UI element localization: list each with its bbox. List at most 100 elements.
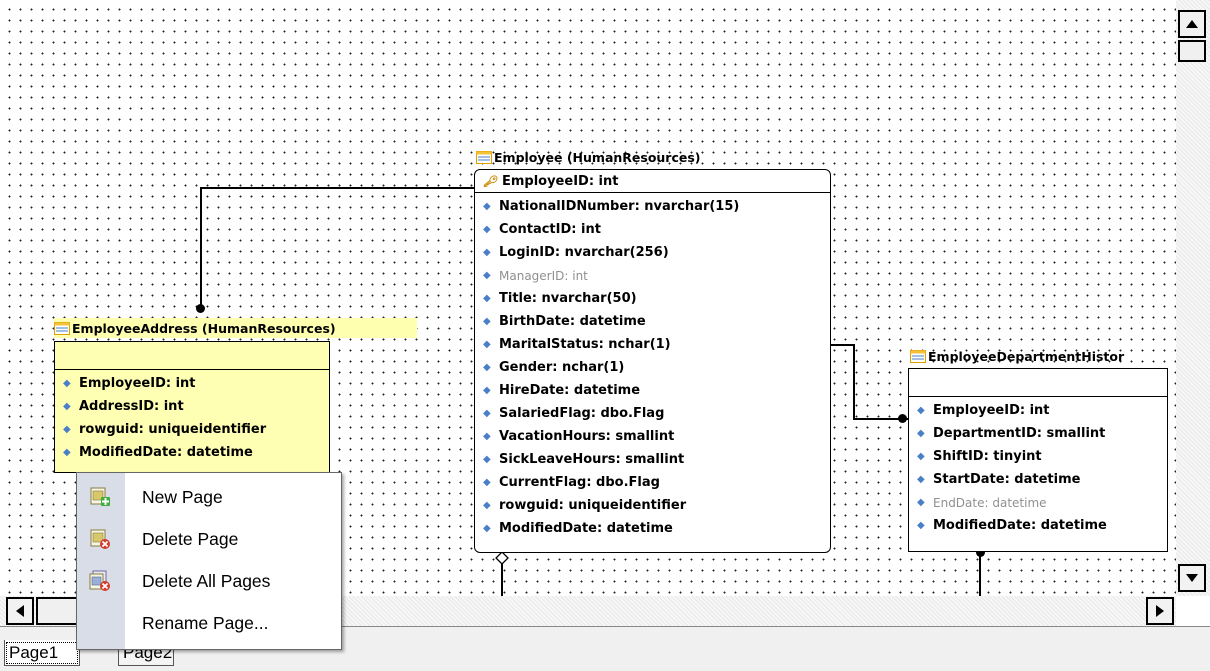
diagram-canvas[interactable]: EmployeeAddress (HumanResources) ◆Employ… <box>0 0 1176 596</box>
column-icon: ◆ <box>483 500 491 511</box>
page-context-menu: New Page Delete Page Delete All Pages Re… <box>76 472 342 650</box>
entity-field-row[interactable]: ◆ManagerID: int <box>475 264 830 287</box>
entity-field-row[interactable]: ◆StartDate: datetime <box>909 468 1167 491</box>
entity-field-row[interactable]: ◆ContactID: int <box>475 218 830 241</box>
arrow-left-icon <box>16 605 24 617</box>
scroll-right-button[interactable] <box>1146 597 1174 625</box>
entity-field-row[interactable]: ◆EndDate: datetime <box>909 491 1167 514</box>
column-icon: ◆ <box>483 477 491 488</box>
entity-key-section <box>909 369 1167 397</box>
field-label: EndDate: datetime <box>933 495 1047 510</box>
table-icon <box>476 150 492 164</box>
column-icon: ◆ <box>917 405 925 416</box>
entity-field-row[interactable]: ◆ Gender: nchar(1) <box>475 356 830 379</box>
entity-title[interactable]: EmployeeAddress (HumanResources) <box>54 318 417 338</box>
scroll-down-button[interactable] <box>1178 564 1206 592</box>
column-icon: ◆ <box>63 424 71 435</box>
entity-field-row[interactable]: ◆HireDate: datetime <box>475 379 830 402</box>
field-label: ModifiedDate: datetime <box>79 445 253 460</box>
relationship-line[interactable] <box>830 344 855 346</box>
relationship-line[interactable] <box>501 562 503 596</box>
entity-field-row[interactable]: ◆VacationHours: smallint <box>475 425 830 448</box>
menu-item-rename-page[interactable]: Rename Page... <box>77 602 341 644</box>
column-icon: ◆ <box>483 316 491 327</box>
entity-field-row[interactable]: ◆ModifiedDate: datetime <box>909 514 1167 537</box>
entity-field-row[interactable]: ◆EmployeeID: int <box>909 399 1167 422</box>
column-icon: ◆ <box>483 454 491 465</box>
column-icon: ◆ <box>63 378 71 389</box>
field-label: SalariedFlag: dbo.Flag <box>499 406 665 421</box>
field-label: VacationHours: smallint <box>499 429 675 444</box>
vertical-scrollbar[interactable] <box>1176 0 1210 596</box>
menu-item-label: Rename Page... <box>142 612 269 633</box>
column-icon: ◆ <box>917 474 925 485</box>
column-icon: ◆ <box>483 339 491 350</box>
field-label: LoginID: nvarchar(256) <box>499 245 669 260</box>
field-label: ShiftID: tinyint <box>933 449 1042 464</box>
field-label: CurrentFlag: dbo.Flag <box>499 475 660 490</box>
relationship-end-dot <box>196 304 205 313</box>
entity-employee[interactable]: 🔑︎ EmployeeID: int ◆NationalIDNumber: nv… <box>474 169 831 553</box>
entity-field-row[interactable]: ◆SickLeaveHours: smallint <box>475 448 830 471</box>
entity-title[interactable]: Employee (HumanResources) <box>476 147 806 167</box>
entity-field-row[interactable]: ◆rowguid: uniqueidentifier <box>55 418 329 441</box>
relationship-line[interactable] <box>200 187 476 189</box>
column-icon: ◆ <box>483 362 491 373</box>
entity-title-label: Employee (HumanResources) <box>494 149 701 165</box>
delete-page-icon <box>90 529 110 549</box>
entity-field-row[interactable]: ◆ ShiftID: tinyint <box>909 445 1167 468</box>
scroll-up-button[interactable] <box>1178 10 1206 38</box>
column-icon: ◆ <box>63 447 71 458</box>
entity-title[interactable]: EmployeeDepartmentHistor <box>910 346 1176 366</box>
column-icon: ◆ <box>917 451 925 462</box>
entity-field-row[interactable]: ◆NationalIDNumber: nvarchar(15) <box>475 195 830 218</box>
menu-item-new-page[interactable]: New Page <box>77 476 341 518</box>
field-label: NationalIDNumber: nvarchar(15) <box>499 199 740 214</box>
entity-field-row[interactable]: ◆ rowguid: uniqueidentifier <box>475 494 830 517</box>
menu-item-label: Delete Page <box>142 528 239 549</box>
menu-item-delete-all-pages[interactable]: Delete All Pages <box>77 560 341 602</box>
table-icon <box>54 321 70 335</box>
entity-employee-department-history[interactable]: ◆EmployeeID: int◆DepartmentID: smallint◆… <box>908 368 1168 552</box>
entity-field-row[interactable]: ◆SalariedFlag: dbo.Flag <box>475 402 830 425</box>
entity-field-row[interactable]: ◆ModifiedDate: datetime <box>475 517 830 540</box>
scrollbar-corner <box>1176 596 1210 626</box>
entity-title-label: EmployeeAddress (HumanResources) <box>72 320 336 336</box>
column-icon: ◆ <box>483 293 491 304</box>
field-label: ContactID: int <box>499 222 601 237</box>
primary-key-row[interactable]: 🔑︎ EmployeeID: int <box>475 170 830 193</box>
field-label: HireDate: datetime <box>499 383 641 398</box>
vertical-scroll-thumb[interactable] <box>1178 40 1206 62</box>
column-icon: ◆ <box>917 428 925 439</box>
column-icon: ◆ <box>483 247 491 258</box>
relationship-line[interactable] <box>979 552 981 596</box>
column-icon: ◆ <box>483 270 491 281</box>
menu-item-delete-page[interactable]: Delete Page <box>77 518 341 560</box>
entity-field-row[interactable]: ◆Title: nvarchar(50) <box>475 287 830 310</box>
entity-field-row[interactable]: ◆ ModifiedDate: datetime <box>55 441 329 464</box>
entity-field-list: ◆NationalIDNumber: nvarchar(15)◆ContactI… <box>475 193 830 540</box>
field-label: rowguid: uniqueidentifier <box>499 498 687 513</box>
entity-field-row[interactable]: ◆DepartmentID: smallint <box>909 422 1167 445</box>
entity-field-row[interactable]: ◆EmployeeID: int <box>55 372 329 395</box>
relationship-line[interactable] <box>853 344 855 420</box>
tab-label: Page1 <box>9 642 59 662</box>
relationship-line[interactable] <box>200 187 202 309</box>
entity-field-row[interactable]: ◆AddressID: int <box>55 395 329 418</box>
entity-employee-address[interactable]: ◆EmployeeID: int◆AddressID: int◆rowguid:… <box>54 341 330 473</box>
relationship-line[interactable] <box>853 418 908 420</box>
entity-field-row[interactable]: ◆ MaritalStatus: nchar(1) <box>475 333 830 356</box>
tab-page1[interactable]: Page1 <box>4 640 80 666</box>
field-label: Gender: nchar(1) <box>499 360 625 375</box>
field-label: AddressID: int <box>79 399 184 414</box>
field-label: MaritalStatus: nchar(1) <box>499 337 671 352</box>
relationship-diamond-icon <box>495 551 509 565</box>
entity-field-row[interactable]: ◆BirthDate: datetime <box>475 310 830 333</box>
entity-title-label: EmployeeDepartmentHistor <box>928 348 1125 364</box>
entity-field-row[interactable]: ◆ CurrentFlag: dbo.Flag <box>475 471 830 494</box>
delete-all-pages-icon <box>89 570 110 591</box>
scroll-left-button[interactable] <box>6 597 34 625</box>
field-label: ModifiedDate: datetime <box>499 521 673 536</box>
entity-field-row[interactable]: ◆ LoginID: nvarchar(256) <box>475 241 830 264</box>
relationship-end-dot <box>898 414 907 423</box>
